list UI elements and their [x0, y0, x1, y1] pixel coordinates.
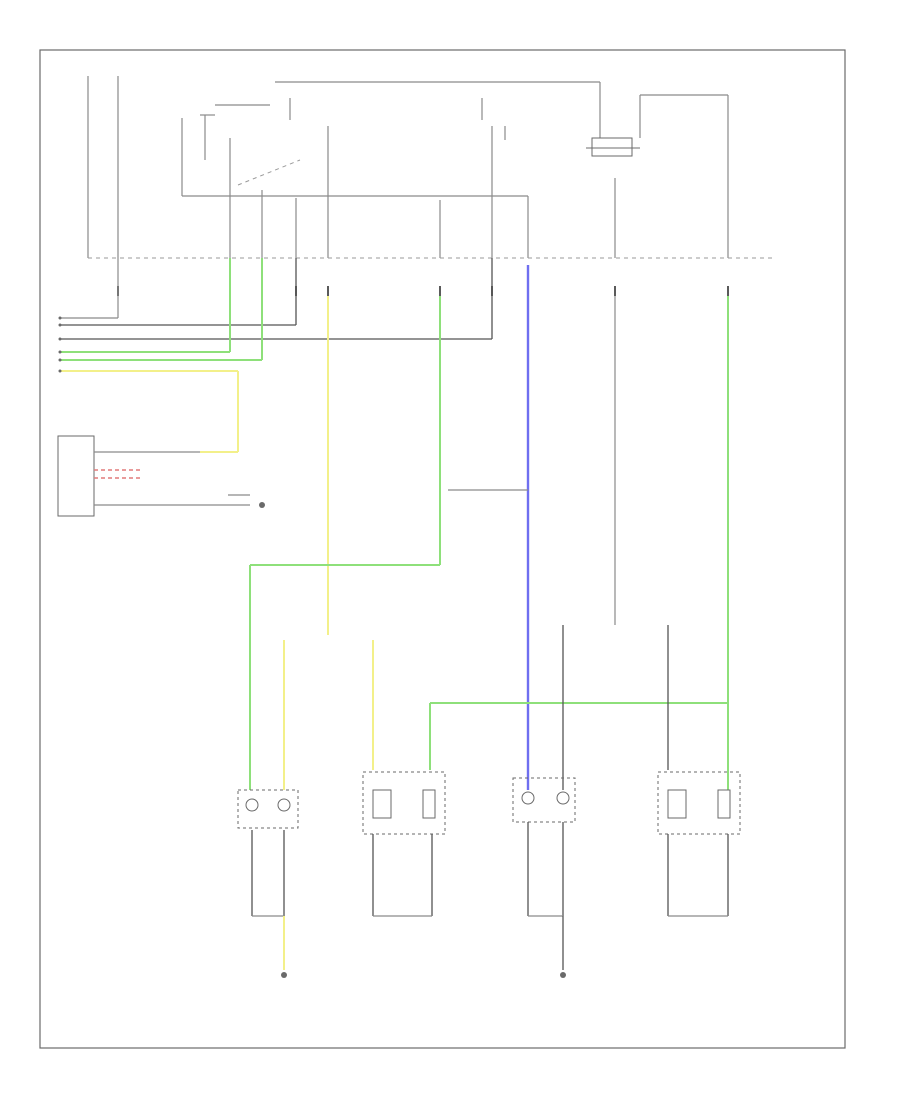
diagram-frame	[39, 49, 846, 1049]
combination-switch	[57, 435, 265, 517]
harness-pins	[58, 316, 62, 373]
lamp-assembly-3	[512, 777, 576, 823]
harness-lines	[60, 258, 493, 453]
relay-box	[591, 137, 633, 157]
light-assemblies	[237, 771, 741, 835]
ground-point-left	[281, 972, 287, 978]
connector-ticks	[117, 286, 729, 296]
top-switch-area	[87, 76, 729, 258]
main-vertical-wires	[249, 265, 729, 790]
ground-wires	[251, 822, 729, 978]
lamp-assembly-1	[237, 789, 299, 829]
ground-point-right	[560, 972, 566, 978]
